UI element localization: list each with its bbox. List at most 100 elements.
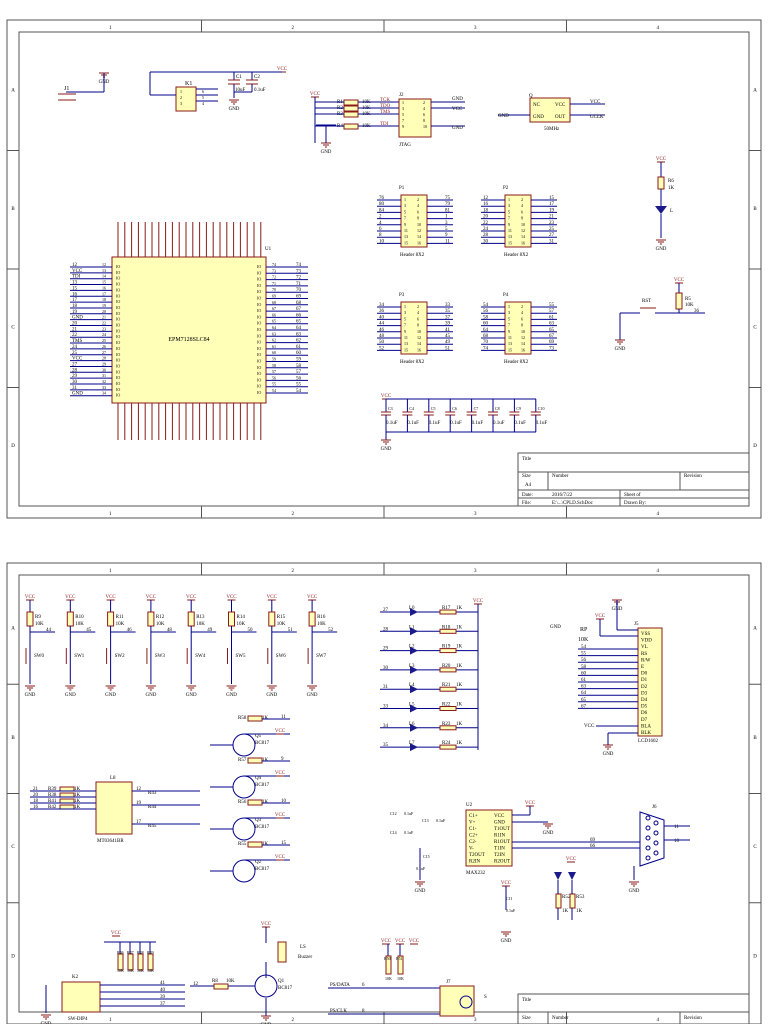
resistor-ref: R52 <box>562 895 571 900</box>
pin-net: 61 <box>581 678 587 683</box>
header-ref: P3 <box>399 293 405 298</box>
gnd-label: GND <box>307 693 318 698</box>
cap-ref: C2 <box>254 75 260 80</box>
resistor-ref: R8 <box>212 979 218 984</box>
title-label: Title <box>522 457 532 462</box>
net: 33 <box>383 705 389 710</box>
pin-net: 80 <box>379 202 385 207</box>
transistor-ref: Q3 <box>255 818 262 823</box>
pin-number: 59 <box>272 357 276 362</box>
pin-name: IO <box>116 375 120 380</box>
pin-number: 16 <box>102 285 106 290</box>
resistor-ref: R16 <box>317 615 326 620</box>
resistor-value: 10K <box>277 622 286 627</box>
vcc-label: VCC <box>275 771 286 776</box>
pin-name: IO <box>257 359 261 364</box>
cap-ref: C13 <box>422 818 429 823</box>
pin-net: 18 <box>483 208 489 213</box>
frame-col-label: 1 <box>109 26 112 31</box>
lcd-pin: D0 <box>641 672 648 677</box>
pin-name: IO <box>116 346 120 351</box>
pin: 7 <box>508 323 510 328</box>
lcd-pin: D3 <box>641 691 648 696</box>
revision-label: Revision <box>684 474 702 479</box>
pin-net: 49 <box>445 340 451 345</box>
pin: 1 <box>508 197 510 202</box>
pin: 3 <box>508 203 510 208</box>
pin-net: 69 <box>549 340 555 345</box>
dip-switch-k2: VCCR4610KR4710KR4810KR4910KK2SW-DIP44140… <box>41 931 185 1024</box>
pin-number: 69 <box>272 294 276 299</box>
size-value: A4 <box>525 483 532 488</box>
pin-number: 25 <box>102 338 106 343</box>
frame-row-label: A <box>753 627 757 632</box>
osc-pin: GND <box>533 115 544 120</box>
pin-net: 12 <box>483 196 489 201</box>
transistor-icon <box>232 817 256 841</box>
lcd-pin: D1 <box>641 678 648 683</box>
pin-net: 55 <box>549 303 555 308</box>
pin-net: 46 <box>379 328 385 333</box>
resistor-value: 1K <box>456 625 463 630</box>
cap-value: 10uF <box>235 88 246 93</box>
pin-name: IO <box>257 289 261 294</box>
pin-number: 33 <box>102 385 106 390</box>
resistor-value: 1K <box>668 186 675 191</box>
pin-net: 19 <box>136 801 142 806</box>
led-ref: L6 <box>409 722 415 727</box>
vcc-label: VCC <box>267 595 278 600</box>
ps2-connector-icon <box>459 995 473 1009</box>
pin-name: IO <box>116 340 120 345</box>
net: 9 <box>281 757 284 762</box>
pin-number: 65 <box>272 319 276 324</box>
pin-net: 56 <box>581 658 587 663</box>
gnd-label: GND <box>41 1022 52 1024</box>
net: GND <box>452 126 463 131</box>
pin-net: 55 <box>296 383 302 388</box>
lcd-part: LCD1602 <box>638 739 659 744</box>
dip-ref: K2 <box>72 975 79 980</box>
resistor-ref: R44 <box>148 805 157 810</box>
led-ref: L3 <box>409 664 415 669</box>
resistor-ref: R38 <box>48 793 57 798</box>
pin: 16 <box>417 240 421 245</box>
jtag-signal: TMS <box>380 110 391 115</box>
pin-net: 17 <box>72 298 78 303</box>
pin: 15 <box>508 347 512 352</box>
ic-pin: T1OUT <box>494 827 510 832</box>
frame-row-label: D <box>753 954 757 959</box>
lcd-pin: R/W <box>641 658 651 663</box>
resistor-ref: R56 <box>238 800 247 805</box>
pin-number: 61 <box>272 344 276 349</box>
ps2-data-label: PS/DATA <box>330 983 350 988</box>
connector-ref: J6 <box>652 805 657 810</box>
pin-name: IO <box>116 317 120 322</box>
lcd-pin: BLA <box>641 724 651 729</box>
frame-col-label: 1 <box>109 1018 112 1023</box>
osc-ref: Q <box>529 94 533 99</box>
led-icon <box>410 685 418 694</box>
resistor-value: 1K <box>456 645 463 650</box>
pin: 8 <box>423 118 425 123</box>
gnd-label: GND <box>615 347 626 352</box>
resistor-ref: R49 <box>147 950 154 955</box>
pin: 8 <box>521 216 523 221</box>
pin-net: 37 <box>160 1002 166 1007</box>
pin-number: 28 <box>102 356 106 361</box>
rp-value: 10K <box>578 637 589 643</box>
transistor-part: BC817 <box>278 986 293 991</box>
net: 28 <box>383 627 389 632</box>
pin-net: 25 <box>549 227 555 232</box>
pin: 13 <box>404 341 408 346</box>
led-ref: L5 <box>409 703 415 708</box>
resistor-value: 1K <box>456 664 463 669</box>
pin-number: 22 <box>102 321 106 326</box>
pin-net: 63 <box>581 685 587 690</box>
pin: 13 <box>404 234 408 239</box>
pin-net: 50 <box>379 340 385 345</box>
switch-ref: K1 <box>185 81 192 87</box>
led-icon <box>410 646 418 655</box>
pin-net: 37 <box>445 315 451 320</box>
